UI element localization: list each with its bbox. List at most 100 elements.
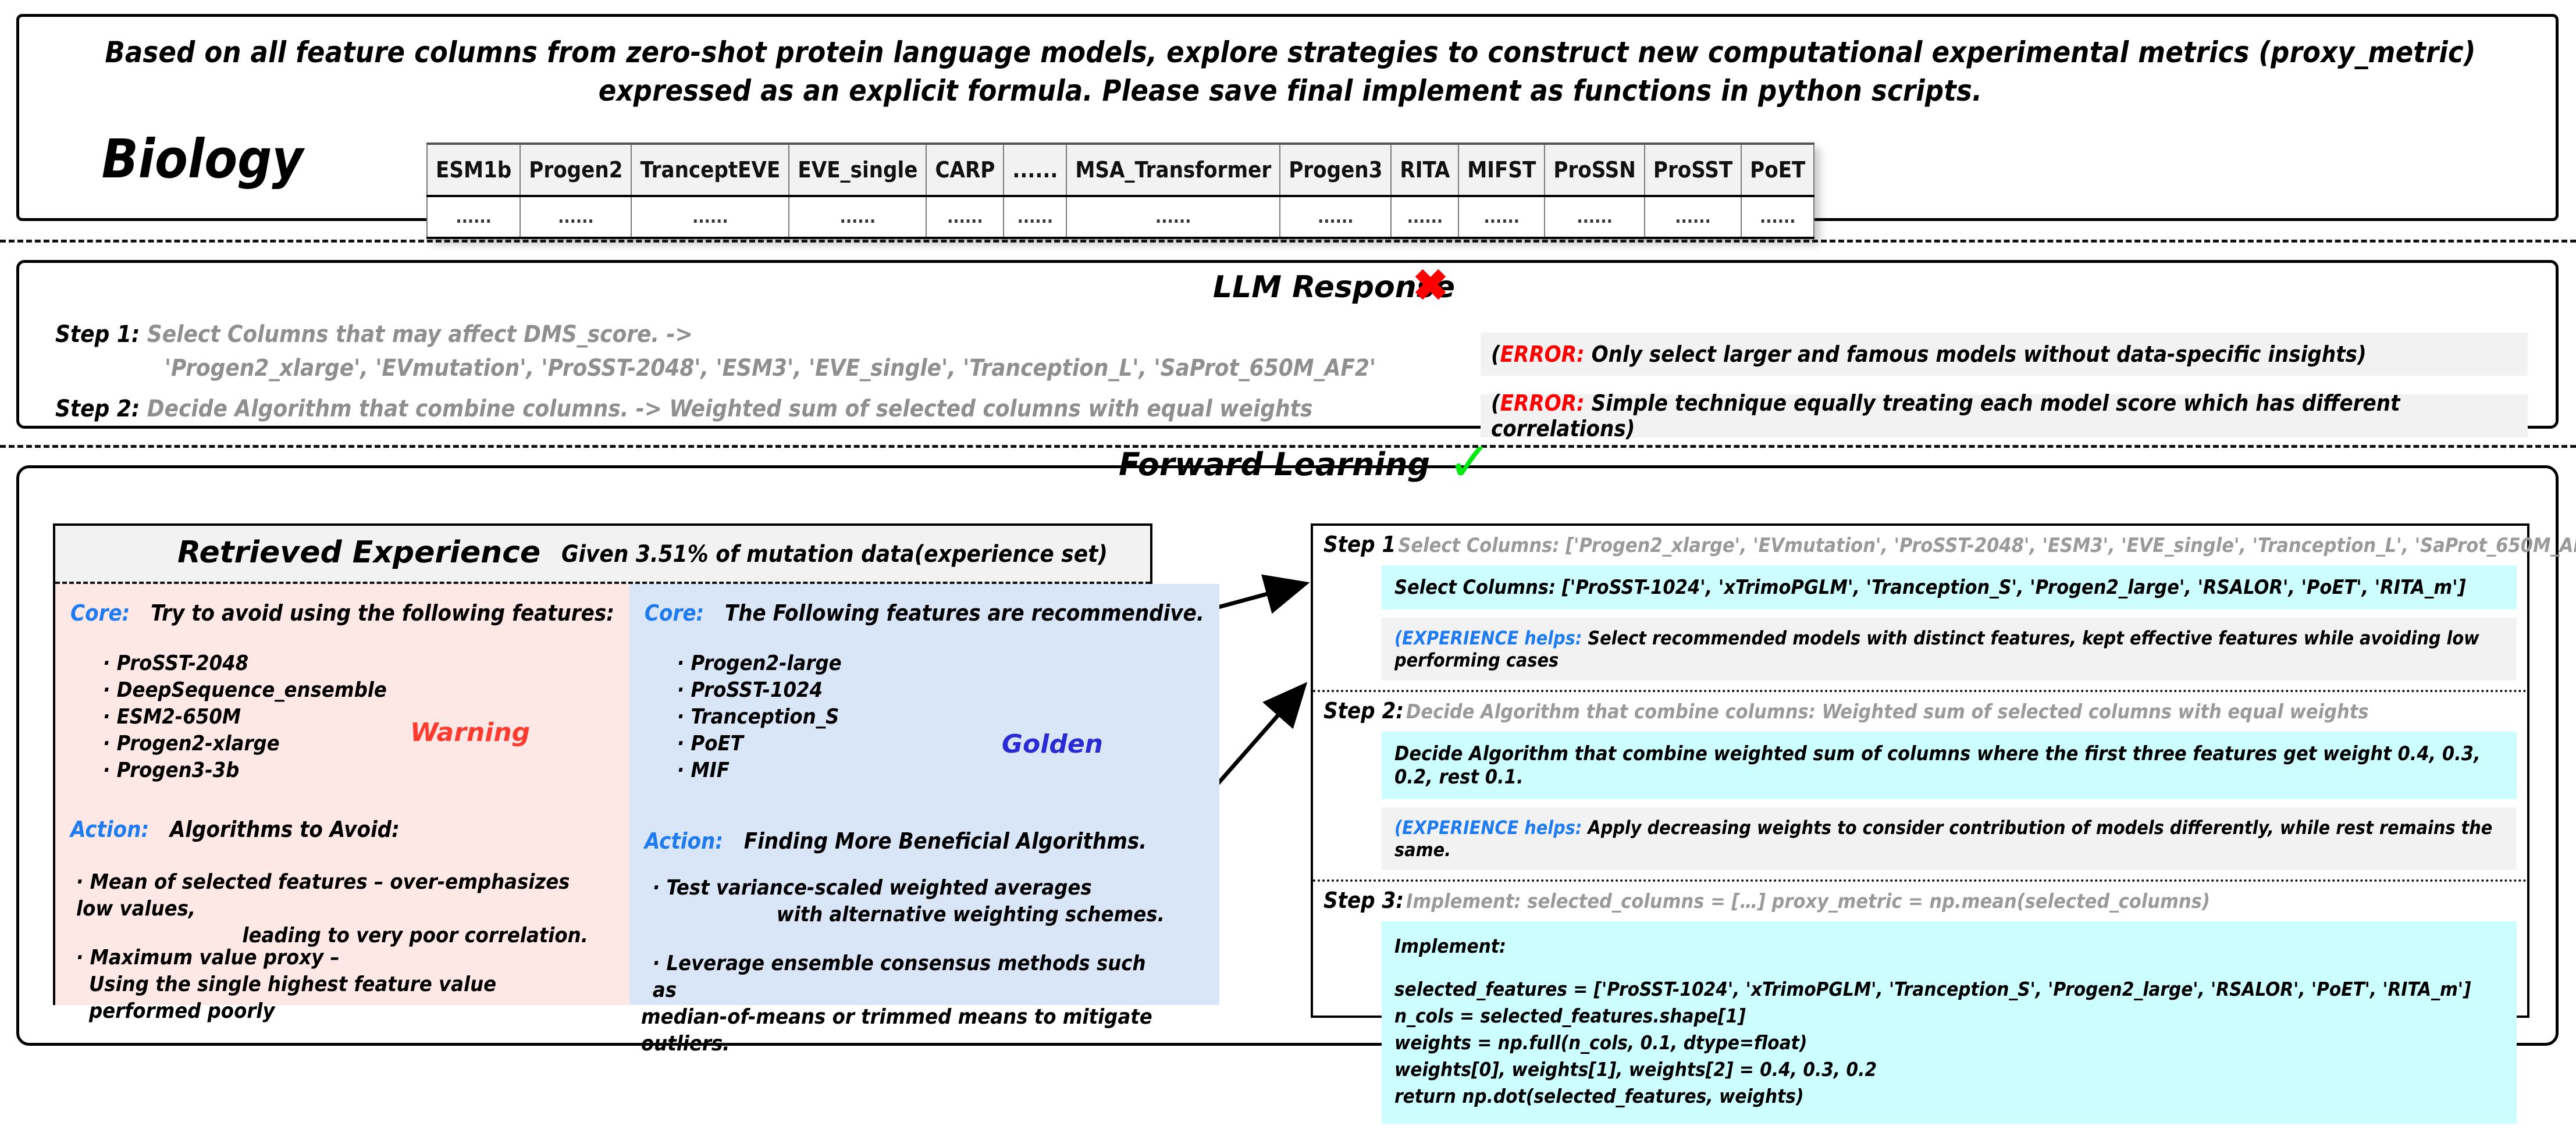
forward-step-2-label: Step 2: xyxy=(1323,698,1404,724)
warning-core-line: Core: Try to avoid using the following f… xyxy=(70,600,614,626)
table-header-cell: CARP xyxy=(926,142,1005,197)
llm-step-1-columns: 'Progen2_xlarge', 'EVmutation', 'ProSST-… xyxy=(165,355,1376,382)
llm-step-2-label: Step 2: xyxy=(55,396,140,422)
llm-step-1: Step 1: Select Columns that may affect D… xyxy=(55,321,693,348)
table-header-cell: TranceptEVE xyxy=(631,142,790,197)
table-header-cell: Progen2 xyxy=(520,142,632,197)
llm-step-2: Step 2: Decide Algorithm that combine co… xyxy=(55,396,1312,422)
warning-feature-list: · ProSST-2048 · DeepSequence_ensemble · … xyxy=(103,650,614,784)
golden-advice-2-line-2: median-of-means or trimmed means to miti… xyxy=(641,1005,1152,1056)
forward-step-3-gray-text: Implement: selected_columns = […] proxy_… xyxy=(1406,890,2210,913)
error-callout-2-text: (ERROR: Simple technique equally treatin… xyxy=(1491,390,2400,441)
error-callout-1: (ERROR: Only select larger and famous mo… xyxy=(1481,333,2528,376)
error-callout-1-body: Only select larger and famous models wit… xyxy=(1591,341,2367,367)
golden-stamp: Golden xyxy=(1001,729,1103,759)
golden-feature: ProSST-1024 xyxy=(691,678,823,702)
forward-step-3-head: Step 3: Implement: selected_columns = […… xyxy=(1323,888,2517,913)
list-item: · ProSST-1024 xyxy=(677,678,823,702)
warning-action-label: Action: xyxy=(70,817,150,842)
code-line: weights[0], weights[1], weights[2] = 0.4… xyxy=(1394,1058,1877,1081)
golden-action-label: Action: xyxy=(644,828,724,854)
table-cell: ...... xyxy=(1544,195,1645,239)
warning-core-label: Core: xyxy=(70,600,130,626)
llm-response-panel: LLM Response ✖ Step 1: Select Columns th… xyxy=(16,260,2559,441)
retrieved-experience-title: Retrieved Experience xyxy=(177,535,541,570)
list-item: · PoET xyxy=(677,732,743,756)
error-callout-2-body: Simple technique equally treating each m… xyxy=(1491,390,2400,441)
table-cell: ...... xyxy=(1741,195,1815,239)
table-cell: ...... xyxy=(631,195,790,239)
forward-step-2-experience-text: Apply decreasing weights to consider con… xyxy=(1394,817,2493,861)
warning-advice-2: · Maximum value proxy – Using the single… xyxy=(76,945,588,1025)
golden-feature: Tranception_S xyxy=(691,705,839,729)
code-title: Implement: xyxy=(1394,935,1506,957)
section-divider-2 xyxy=(0,445,2576,448)
forward-step-1-label: Step 1 xyxy=(1323,532,1396,557)
forward-learning-title: Forward Learning xyxy=(1119,446,1430,483)
golden-action-text: Finding More Beneficial Algorithms. xyxy=(743,828,1147,854)
warning-advice-1-line-1: · Mean of selected features – over-empha… xyxy=(76,870,570,921)
table-cell: ...... xyxy=(1066,195,1281,239)
table-row: ...... ...... ...... ...... ...... .....… xyxy=(426,195,1815,239)
retrieved-experience-subtitle: Given 3.51% of mutation data(experience … xyxy=(561,541,1108,568)
golden-core-line: Core: The Following features are recomme… xyxy=(645,600,1204,626)
table-cell: ...... xyxy=(426,195,521,239)
warning-advice-2-line-2: Using the single highest feature value p… xyxy=(89,972,497,1023)
error-callout-2: (ERROR: Simple technique equally treatin… xyxy=(1481,390,2528,441)
feature-columns-table: ESM1b Progen2 TranceptEVE EVE_single CAR… xyxy=(426,142,1815,239)
list-item: · DeepSequence_ensemble xyxy=(103,678,387,702)
table-header-cell: MSA_Transformer xyxy=(1066,142,1281,197)
forward-step-1-experience-text: Select recommended models with distinct … xyxy=(1394,627,2479,671)
experience-tag: (EXPERIENCE helps: xyxy=(1394,817,1582,839)
golden-feature: PoET xyxy=(691,732,743,756)
forward-step-2-head: Step 2: Decide Algorithm that combine co… xyxy=(1323,698,2517,724)
llm-step-2-text: Decide Algorithm that combine columns. -… xyxy=(147,396,1313,422)
golden-feature: MIF xyxy=(691,758,730,782)
error-callout-1-text: (ERROR: Only select larger and famous mo… xyxy=(1491,341,2367,367)
forward-step-2-result: Decide Algorithm that combine weighted s… xyxy=(1382,732,2517,799)
table-header-cell: Progen3 xyxy=(1279,142,1392,197)
forward-step-1-head: Step 1 Select Columns: ['Progen2_xlarge'… xyxy=(1323,532,2576,557)
warning-advice-1: · Mean of selected features – over-empha… xyxy=(76,869,588,949)
table-cell: ...... xyxy=(1643,195,1742,239)
table-header-cell: ProSST xyxy=(1643,142,1742,197)
warning-feature: ProSST-2048 xyxy=(116,651,249,675)
code-line: selected_features = ['ProSST-1024', 'xTr… xyxy=(1394,978,2471,1000)
warning-column: Core: Try to avoid using the following f… xyxy=(55,584,629,1023)
list-item: · Tranception_S xyxy=(677,705,839,729)
forward-step-1: Step 1 Select Columns: ['Progen2_xlarge'… xyxy=(1313,526,2576,692)
llm-step-1-text: Select Columns that may affect DMS_score… xyxy=(147,321,693,348)
golden-column: Core: The Following features are recomme… xyxy=(629,584,1219,1056)
golden-core-label: Core: xyxy=(644,600,705,626)
list-item: · MIF xyxy=(677,758,730,782)
list-item: · ProSST-2048 xyxy=(103,651,249,675)
retrieved-experience-card: Retrieved Experience Given 3.51% of muta… xyxy=(53,523,1219,1056)
experience-tag: (EXPERIENCE helps: xyxy=(1394,627,1582,649)
warning-core-text: Try to avoid using the following feature… xyxy=(151,600,614,626)
forward-step-1-result: Select Columns: ['ProSST-1024', 'xTrimoP… xyxy=(1382,565,2517,610)
task-prompt: Based on all feature columns from zero-s… xyxy=(105,35,2476,108)
forward-step-1-gray-text: Select Columns: ['Progen2_xlarge', 'EVmu… xyxy=(1398,534,2576,557)
warning-feature: DeepSequence_ensemble xyxy=(116,678,387,702)
table-cell: ...... xyxy=(1458,195,1546,239)
table-cell: ...... xyxy=(1279,195,1392,239)
table-header-cell: ProSSN xyxy=(1544,142,1645,197)
error-tag: ERROR: xyxy=(1500,390,1585,416)
list-item: · Progen2-large xyxy=(677,651,842,675)
table-cell: ...... xyxy=(926,195,1005,239)
golden-action-line: Action: Finding More Beneficial Algorith… xyxy=(645,828,1147,854)
warning-action-text: Algorithms to Avoid: xyxy=(169,817,400,842)
golden-advice-2-line-1: · Leverage ensemble consensus methods su… xyxy=(652,952,1146,1002)
forward-learning-panel: Forward Learning ✓ Retrieved Experience … xyxy=(16,436,2576,1124)
table-header-cell: EVE_single xyxy=(788,142,927,197)
table-header-cell: PoET xyxy=(1741,142,1815,197)
cross-mark-icon: ✖ xyxy=(1412,261,1449,309)
golden-advice-2: · Leverage ensemble consensus methods su… xyxy=(641,950,1165,1057)
forward-step-1-experience-note: (EXPERIENCE helps: Select recommended mo… xyxy=(1382,618,2517,680)
code-blank-line xyxy=(1394,960,2504,976)
retrieved-experience-header: Retrieved Experience Given 3.51% of muta… xyxy=(55,526,1150,584)
table-header-row: ESM1b Progen2 TranceptEVE EVE_single CAR… xyxy=(426,142,1815,197)
domain-label: Biology xyxy=(101,128,304,190)
list-item: · Progen3-3b xyxy=(103,758,240,782)
forward-step-2-gray-text: Decide Algorithm that combine columns: W… xyxy=(1406,700,2369,724)
